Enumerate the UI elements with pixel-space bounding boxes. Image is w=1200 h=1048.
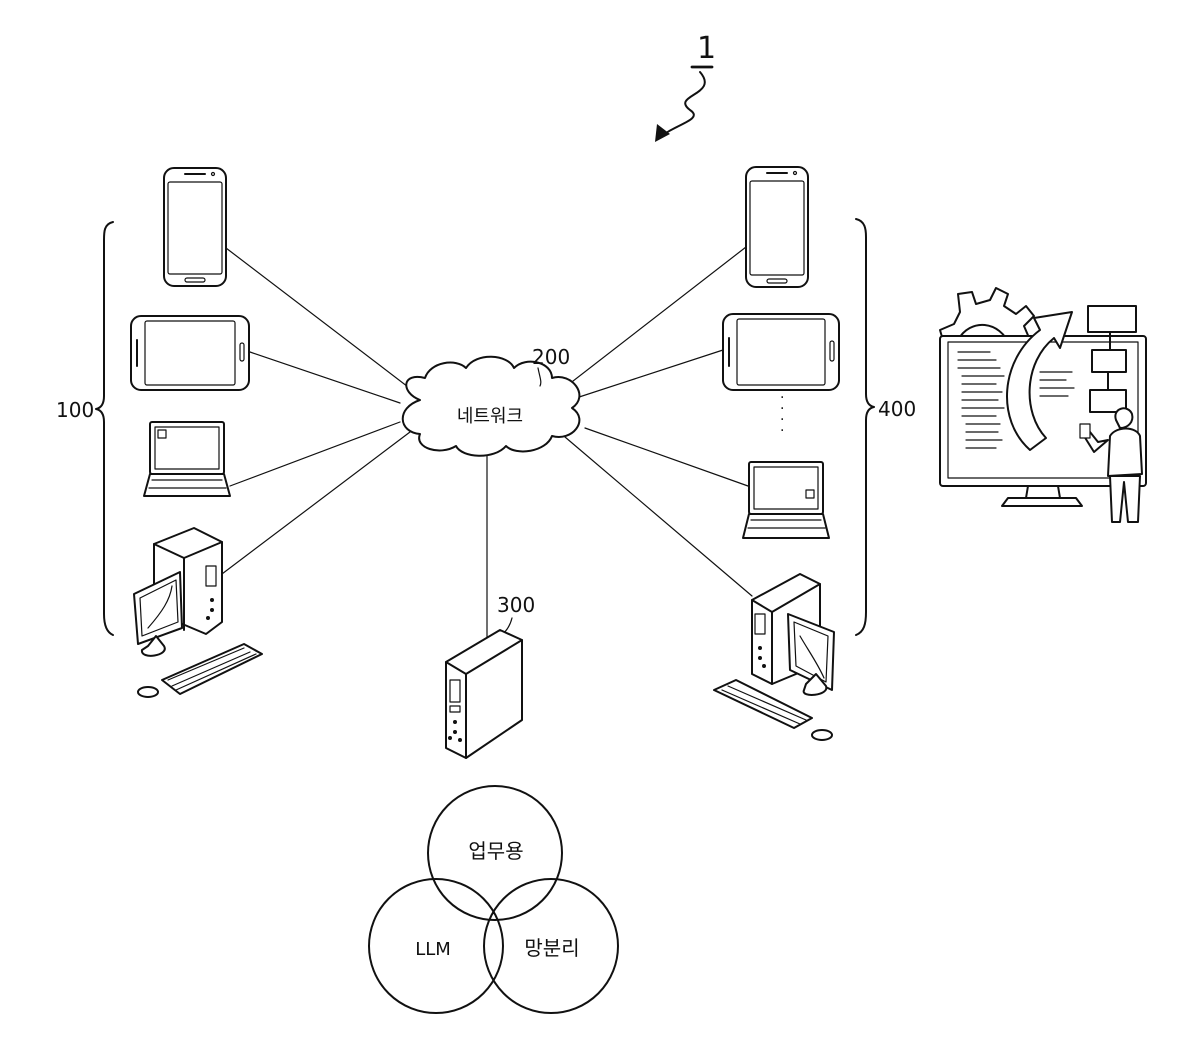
left-brace: [96, 222, 113, 635]
user-devices-ref: 100: [56, 398, 94, 422]
venn-diagram: 업무용 LLM 망분리: [369, 786, 618, 1013]
left-laptop-icon: [144, 422, 230, 496]
link-left-tablet: [250, 352, 400, 403]
link-right-laptop: [585, 428, 748, 486]
right-brace: [856, 219, 874, 635]
link-left-phone: [226, 248, 416, 393]
network-label: 네트워크: [457, 406, 523, 427]
system-ref-arrowhead-icon: [655, 124, 670, 142]
workflow-monitor-person-icon: [940, 288, 1146, 522]
link-right-tablet: [570, 350, 723, 400]
venn-label-top: 업무용: [468, 839, 523, 863]
system-reference: 1: [655, 31, 716, 142]
admin-devices-ref: 400: [878, 397, 916, 421]
venn-label-right: 망분리: [524, 936, 579, 960]
venn-label-left: LLM: [415, 939, 451, 960]
user-devices-bracket: 100: [56, 222, 113, 635]
right-desktop-computer-icon: [714, 574, 834, 740]
system-ref-arrow-shaft: [660, 72, 705, 138]
more-devices-ellipsis: ····: [780, 390, 784, 439]
server-ref: 300: [497, 593, 535, 617]
admin-devices-bracket: 400: [856, 219, 916, 635]
server-tower-icon: 300: [446, 593, 535, 758]
right-tablet-icon: [723, 314, 839, 390]
right-smartphone-icon: [746, 167, 808, 287]
link-right-desktop: [565, 437, 752, 596]
network-ref: 200: [532, 345, 570, 369]
system-ref-label: 1: [697, 31, 716, 66]
left-smartphone-icon: [164, 168, 226, 286]
link-right-phone: [555, 247, 746, 395]
right-laptop-icon: [743, 462, 829, 538]
network-cloud-icon: 네트워크 200: [403, 345, 580, 456]
left-desktop-computer-icon: [134, 528, 262, 697]
left-tablet-icon: [131, 316, 249, 390]
link-left-desktop: [214, 432, 410, 580]
link-left-laptop: [230, 422, 400, 486]
